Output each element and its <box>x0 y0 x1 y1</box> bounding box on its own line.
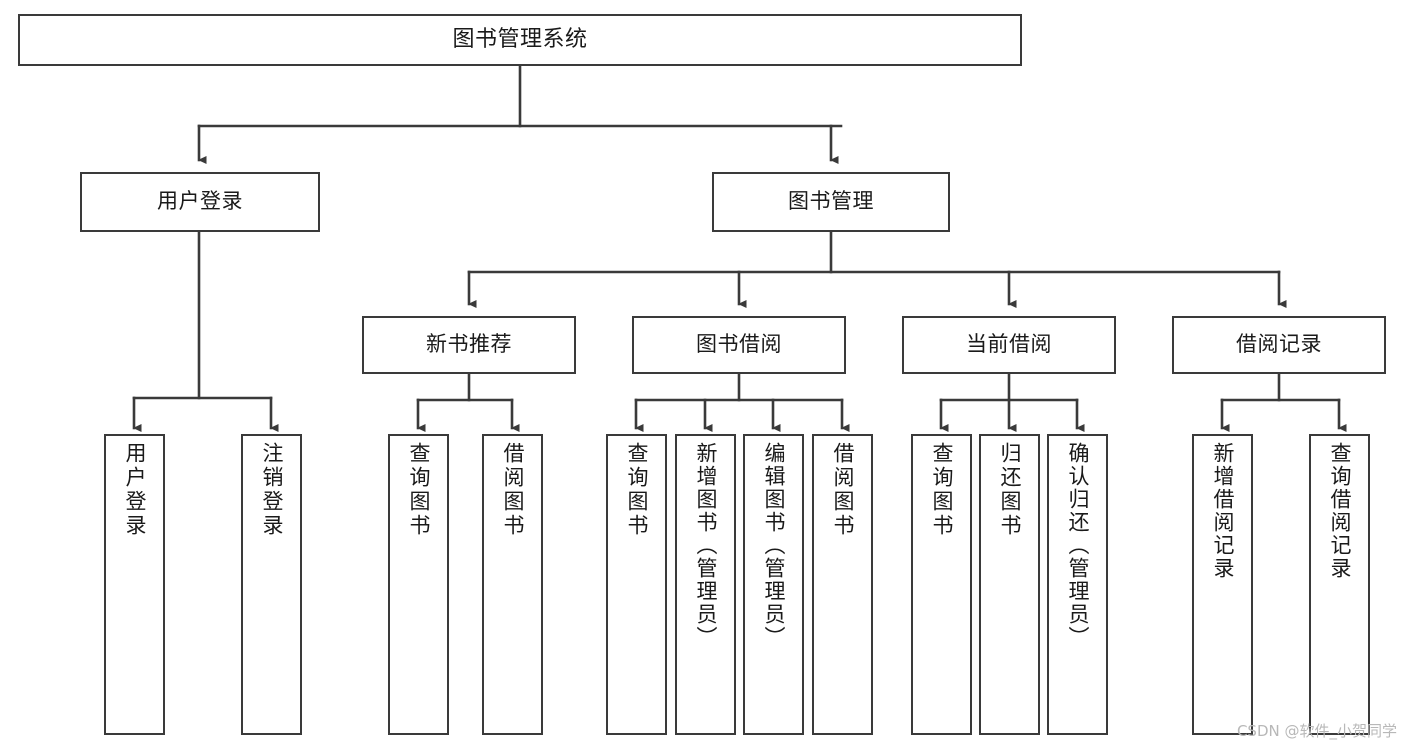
leaf-current-borrow-return-label: 归还图书 <box>998 442 1022 538</box>
node-book-borrow[interactable]: 图书借阅 <box>632 316 846 374</box>
leaf-book-borrow-add-label: 新增图书（管理员） <box>694 442 718 649</box>
leaf-current-borrow-query[interactable]: 查询图书 <box>911 434 972 735</box>
node-book-management[interactable]: 图书管理 <box>712 172 950 232</box>
node-borrow-record-label: 借阅记录 <box>1236 332 1322 357</box>
node-new-book-recommend-label: 新书推荐 <box>426 332 512 357</box>
leaf-new-book-borrow-label: 借阅图书 <box>501 442 525 538</box>
leaf-book-borrow-borrow-label: 借阅图书 <box>831 442 855 538</box>
node-root-system[interactable]: 图书管理系统 <box>18 14 1022 66</box>
leaf-new-book-borrow[interactable]: 借阅图书 <box>482 434 543 735</box>
leaf-borrow-record-add-label: 新增借阅记录 <box>1211 442 1235 580</box>
node-borrow-record[interactable]: 借阅记录 <box>1172 316 1386 374</box>
leaf-new-book-query[interactable]: 查询图书 <box>388 434 449 735</box>
leaf-current-borrow-query-label: 查询图书 <box>930 442 954 538</box>
leaf-current-borrow-confirm-return-label: 确认归还（管理员） <box>1066 442 1090 649</box>
leaf-user-login-signin[interactable]: 用户登录 <box>104 434 165 735</box>
leaf-borrow-record-query-label: 查询借阅记录 <box>1328 442 1352 580</box>
leaf-book-borrow-query[interactable]: 查询图书 <box>606 434 667 735</box>
leaf-book-borrow-query-label: 查询图书 <box>625 442 649 538</box>
leaf-book-borrow-borrow[interactable]: 借阅图书 <box>812 434 873 735</box>
leaf-book-borrow-edit[interactable]: 编辑图书（管理员） <box>743 434 804 735</box>
leaf-book-borrow-edit-label: 编辑图书（管理员） <box>762 442 786 649</box>
leaf-book-borrow-add[interactable]: 新增图书（管理员） <box>675 434 736 735</box>
node-user-login-label: 用户登录 <box>157 189 243 214</box>
leaf-borrow-record-add[interactable]: 新增借阅记录 <box>1192 434 1253 735</box>
leaf-new-book-query-label: 查询图书 <box>407 442 431 538</box>
node-root-system-label: 图书管理系统 <box>452 26 588 52</box>
node-book-borrow-label: 图书借阅 <box>696 332 782 357</box>
leaf-user-login-signout[interactable]: 注销登录 <box>241 434 302 735</box>
node-new-book-recommend[interactable]: 新书推荐 <box>362 316 576 374</box>
leaf-user-login-signin-label: 用户登录 <box>123 442 147 538</box>
node-current-borrow[interactable]: 当前借阅 <box>902 316 1116 374</box>
leaf-user-login-signout-label: 注销登录 <box>260 442 284 538</box>
leaf-current-borrow-confirm-return[interactable]: 确认归还（管理员） <box>1047 434 1108 735</box>
leaf-borrow-record-query[interactable]: 查询借阅记录 <box>1309 434 1370 735</box>
node-current-borrow-label: 当前借阅 <box>966 332 1052 357</box>
node-book-management-label: 图书管理 <box>788 189 874 214</box>
leaf-current-borrow-return[interactable]: 归还图书 <box>979 434 1040 735</box>
node-user-login[interactable]: 用户登录 <box>80 172 320 232</box>
csdn-watermark: CSDN @软件_小贺同学 <box>1236 722 1397 740</box>
